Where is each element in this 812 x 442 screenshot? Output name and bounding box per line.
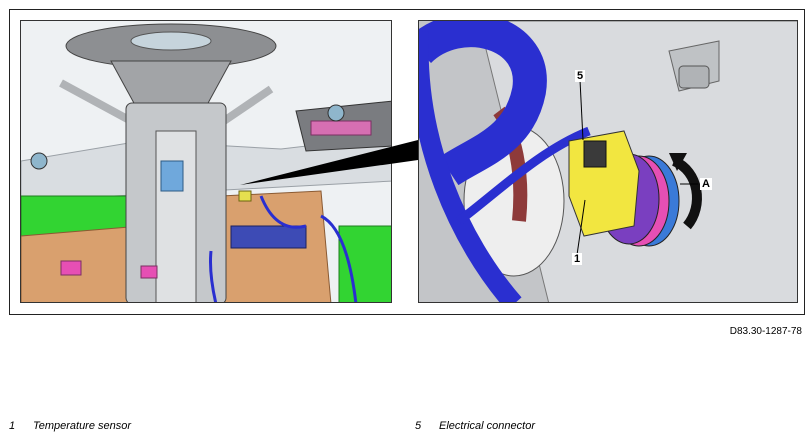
callout-1: 1 [572, 253, 583, 265]
callout-5: 5 [575, 70, 586, 82]
detail-illustration [418, 20, 798, 303]
legend-item-1: 1 Temperature sensor [9, 420, 131, 432]
legend-text: Temperature sensor [33, 420, 132, 432]
overview-illustration [20, 20, 392, 303]
callout-a: A [700, 178, 712, 190]
legend-number: 1 [9, 420, 16, 432]
legend-number: 5 [415, 420, 422, 432]
legend-text: Electrical connector [439, 420, 535, 432]
legend-item-5: 5 Electrical connector [415, 420, 535, 432]
figure-reference-code: D83.30-1287-78 [729, 326, 802, 337]
